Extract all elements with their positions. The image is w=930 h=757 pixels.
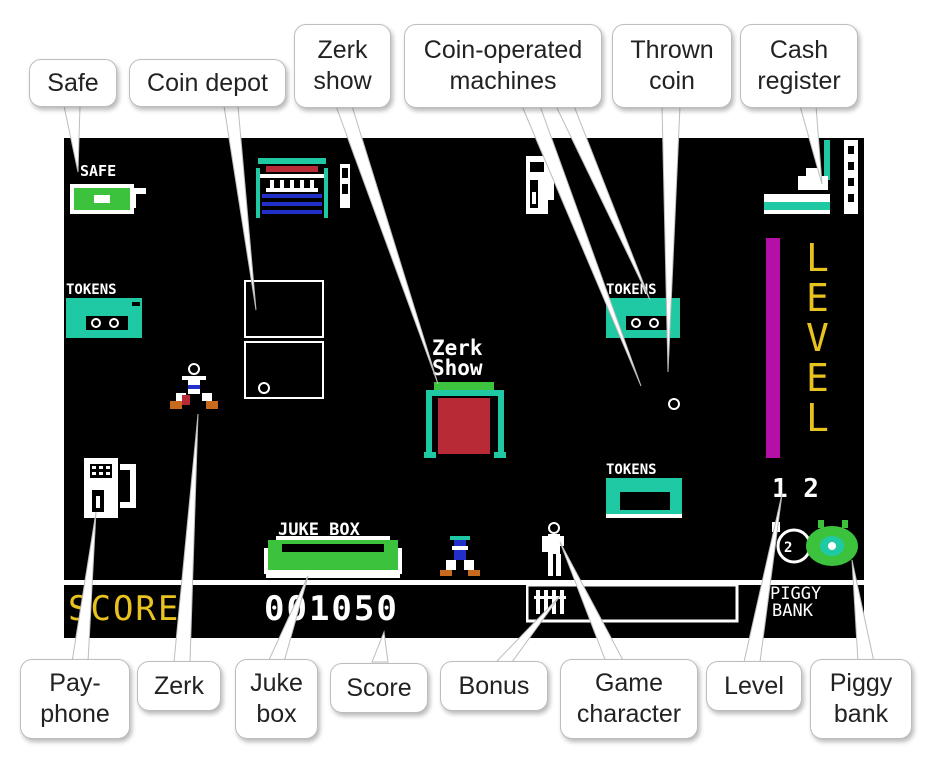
cash-register-icon[interactable]	[762, 140, 864, 218]
jukebox-icon[interactable]	[262, 536, 406, 582]
pointer-payphone	[71, 511, 97, 663]
tokens-machine-right-bottom-icon[interactable]	[606, 478, 686, 520]
level-letters: LEVEL	[806, 236, 829, 440]
zerk-show-booth-icon[interactable]	[424, 382, 506, 462]
piggy-bank-line1: PIGGY	[770, 584, 822, 604]
top-machine-icon[interactable]	[256, 156, 356, 220]
piggy-bank-line2: BANK	[772, 601, 813, 621]
callout-score: Score	[330, 663, 428, 713]
pointer-safe	[63, 105, 81, 173]
pointer-piggy-bank	[851, 559, 875, 663]
pointer-cash-register	[799, 105, 823, 185]
callout-zerk-show: Zerk show	[294, 24, 391, 108]
callout-zerk: Zerk	[137, 661, 221, 711]
zerk-show-line2: Show	[432, 356, 483, 380]
pointer-jukebox	[267, 575, 309, 663]
callout-coin-depot: Coin depot	[129, 59, 286, 107]
level-meter-bar	[766, 238, 780, 458]
coin-depot-icon[interactable]	[244, 280, 328, 400]
callout-bonus: Bonus	[440, 661, 548, 711]
callout-thrown-coin: Thrown coin	[612, 24, 732, 108]
pointer-thrown-coin	[661, 105, 681, 373]
callout-payphone: Pay-phone	[20, 659, 130, 739]
callout-game-character: Game character	[560, 659, 698, 739]
safe-icon[interactable]	[70, 178, 150, 218]
callout-piggy-bank: Piggy bank	[810, 659, 912, 739]
callout-cash-register: Cash register	[740, 24, 858, 108]
zerk-sprite[interactable]	[168, 363, 224, 421]
score-value: 001050	[264, 589, 399, 629]
zerk-show-line1: Zerk	[432, 336, 483, 360]
upper-machine-icon[interactable]	[522, 156, 562, 218]
payphone-icon[interactable]	[82, 456, 146, 522]
pointer-zerk	[173, 413, 199, 663]
status-bar-line	[64, 580, 864, 585]
thrown-coin-icon	[668, 398, 680, 410]
level-number: 1 2	[772, 474, 819, 504]
pointer-game-character	[559, 541, 625, 663]
pointer-score	[371, 630, 389, 663]
callout-coin-machines: Coin-operated machines	[404, 24, 602, 108]
pointer-bonus	[494, 595, 561, 663]
tokens-right-bottom-text: TOKENS	[606, 462, 657, 478]
svg-text:2: 2	[784, 540, 792, 556]
safe-label-text: SAFE	[80, 162, 117, 180]
game-character-sprite[interactable]	[434, 536, 488, 580]
tokens-left-text: TOKENS	[66, 282, 117, 298]
callout-safe: Safe	[29, 59, 117, 107]
callout-jukebox: Juke box	[235, 659, 318, 739]
callout-level: Level	[706, 661, 802, 711]
level-vertical-text: LEVEL	[806, 238, 836, 438]
pointer-zerk-show	[335, 105, 439, 385]
tokens-machine-left-icon[interactable]	[66, 298, 146, 340]
white-character-sprite[interactable]	[538, 522, 572, 582]
pointer-level	[743, 493, 783, 663]
pointer-coin-depot	[223, 105, 257, 311]
piggy-bank-icon[interactable]: 2	[762, 512, 864, 578]
jukebox-label-text: JUKE BOX	[278, 520, 360, 540]
game-screen: SAFE TOKENS	[64, 138, 864, 638]
